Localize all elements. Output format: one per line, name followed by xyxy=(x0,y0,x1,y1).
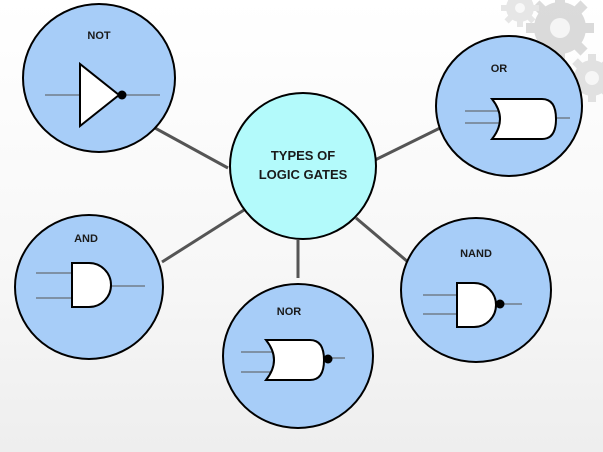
gears-decoration-icon xyxy=(501,0,603,102)
connector-nand xyxy=(355,216,409,264)
nor-gate-icon xyxy=(241,339,345,381)
center-node: TYPES OF LOGIC GATES xyxy=(229,92,377,240)
and-gate-icon xyxy=(36,262,145,308)
node-nand-label: NAND xyxy=(460,248,492,260)
not-gate-icon xyxy=(45,61,160,129)
node-not: NOT xyxy=(22,3,176,153)
node-and-label: AND xyxy=(74,233,98,245)
center-title-line2: LOGIC GATES xyxy=(259,167,348,182)
node-or: OR xyxy=(435,35,583,177)
connectors xyxy=(154,126,441,278)
or-gate-icon xyxy=(465,98,570,140)
node-and: AND xyxy=(14,214,164,360)
center-title-line1: TYPES OF xyxy=(271,148,335,163)
node-nor-label: NOR xyxy=(277,306,302,318)
nand-gate-icon xyxy=(423,282,522,328)
connector-and xyxy=(161,208,245,264)
node-nor: NOR xyxy=(222,283,374,429)
connector-or xyxy=(374,126,441,162)
node-nand: NAND xyxy=(400,217,552,363)
node-or-label: OR xyxy=(491,63,508,75)
connector-not xyxy=(154,126,229,170)
node-not-label: NOT xyxy=(87,30,111,42)
